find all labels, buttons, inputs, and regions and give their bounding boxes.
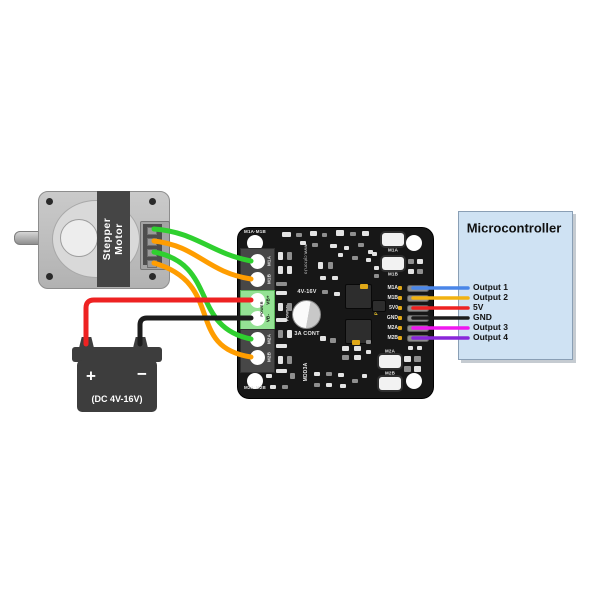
motor-screw (46, 198, 53, 205)
mcu-pin-output3: Output 3 (473, 322, 508, 332)
test-button-m1b[interactable] (382, 257, 404, 270)
header-pin-gnd (407, 315, 429, 322)
terminal-hole-m1a (250, 254, 265, 269)
terminal-label-m1b: M1B (266, 273, 272, 285)
pin-label-m2b: M2B (387, 335, 398, 341)
model-silkscreen: MDD3A (303, 362, 309, 382)
button-label-m1a: M1A (387, 247, 399, 253)
terminal-label-m1a: M1A (266, 255, 272, 267)
terminal-hole-m1b (250, 272, 265, 287)
voltage-rating-label: 4V-16V (297, 289, 317, 295)
motor-connector-pin (147, 238, 157, 246)
motor-label: Stepper Motor (101, 217, 125, 261)
battery-plus-sign: + (86, 366, 96, 386)
motor-screw (46, 273, 53, 280)
pin-label-m2a: M2A (387, 325, 398, 331)
website-silkscreen: www.cytron.io (303, 243, 309, 275)
mcu-pin-output1: Output 1 (473, 282, 508, 292)
pin-label-5v0: 5V0 (389, 305, 398, 311)
terminal-label-m2b: M2B (266, 351, 272, 363)
mounting-hole (406, 235, 422, 251)
button-label-m2b: M2B (384, 370, 396, 376)
battery-voltage-label: (DC 4V-16V) (91, 394, 143, 404)
smd-component (372, 300, 386, 312)
terminal-hole-m2a (250, 332, 265, 347)
mcu-pin-gnd: GND (473, 312, 492, 322)
header-pin-m1a (407, 285, 429, 292)
header-pin-m1b (407, 295, 429, 302)
motor-connector-pin (147, 249, 157, 257)
header-pin-5v0 (407, 305, 429, 312)
battery-top (72, 347, 162, 362)
microcontroller (458, 211, 573, 360)
battery-minus-sign: − (137, 364, 147, 384)
terminal-hole-m2b (250, 350, 265, 365)
test-button-m2a[interactable] (379, 355, 401, 368)
header-pin-m2a (407, 325, 429, 332)
mcu-pin-5v: 5V (473, 302, 484, 312)
mcu-pin-output4: Output 4 (473, 332, 508, 342)
motor-hub (60, 219, 98, 257)
silkscreen-m2-label: M2A·M2B (244, 385, 266, 390)
pin-label-gnd: GND (386, 315, 398, 321)
silkscreen-m1-label: M1A·M1B (244, 229, 266, 234)
mounting-hole (247, 373, 263, 389)
terminal-label-power: POWER (260, 301, 264, 317)
motor-connector-pin (147, 260, 157, 268)
motor-screw (149, 273, 156, 280)
test-button-m1a[interactable] (382, 233, 404, 246)
test-button-m2b[interactable] (379, 377, 401, 390)
terminal-label-vb-plus: VB+ (265, 295, 271, 305)
capacitor (292, 300, 321, 329)
pin-label-m1b: M1B (387, 295, 398, 301)
header-pin-m2b (407, 335, 429, 342)
driver-ic (345, 284, 372, 309)
microcontroller-title: Microcontroller (466, 220, 562, 236)
motor-connector-pin (147, 227, 157, 235)
power-silkscreen: POWER (284, 304, 290, 322)
wire-battery-negative (137, 315, 254, 347)
button-label-m1b: M1B (387, 271, 399, 277)
terminal-hole-vb-minus (250, 311, 265, 326)
terminal-label-vb-minus: VB- (265, 313, 271, 323)
driver-ic (345, 319, 372, 344)
motor-screw (149, 198, 156, 205)
battery (77, 360, 157, 412)
terminal-hole-vb-plus (250, 293, 265, 308)
mounting-hole (406, 373, 422, 389)
terminal-label-m2a: M2A (266, 333, 272, 345)
mcu-pin-output2: Output 2 (473, 292, 508, 302)
wire-battery-positive (83, 297, 254, 347)
motor-label-band (97, 191, 130, 287)
pin-label-m1a: M1A (387, 285, 398, 291)
button-label-m2a: M2A (384, 348, 396, 354)
current-rating-label: 3A CONT (294, 331, 320, 337)
